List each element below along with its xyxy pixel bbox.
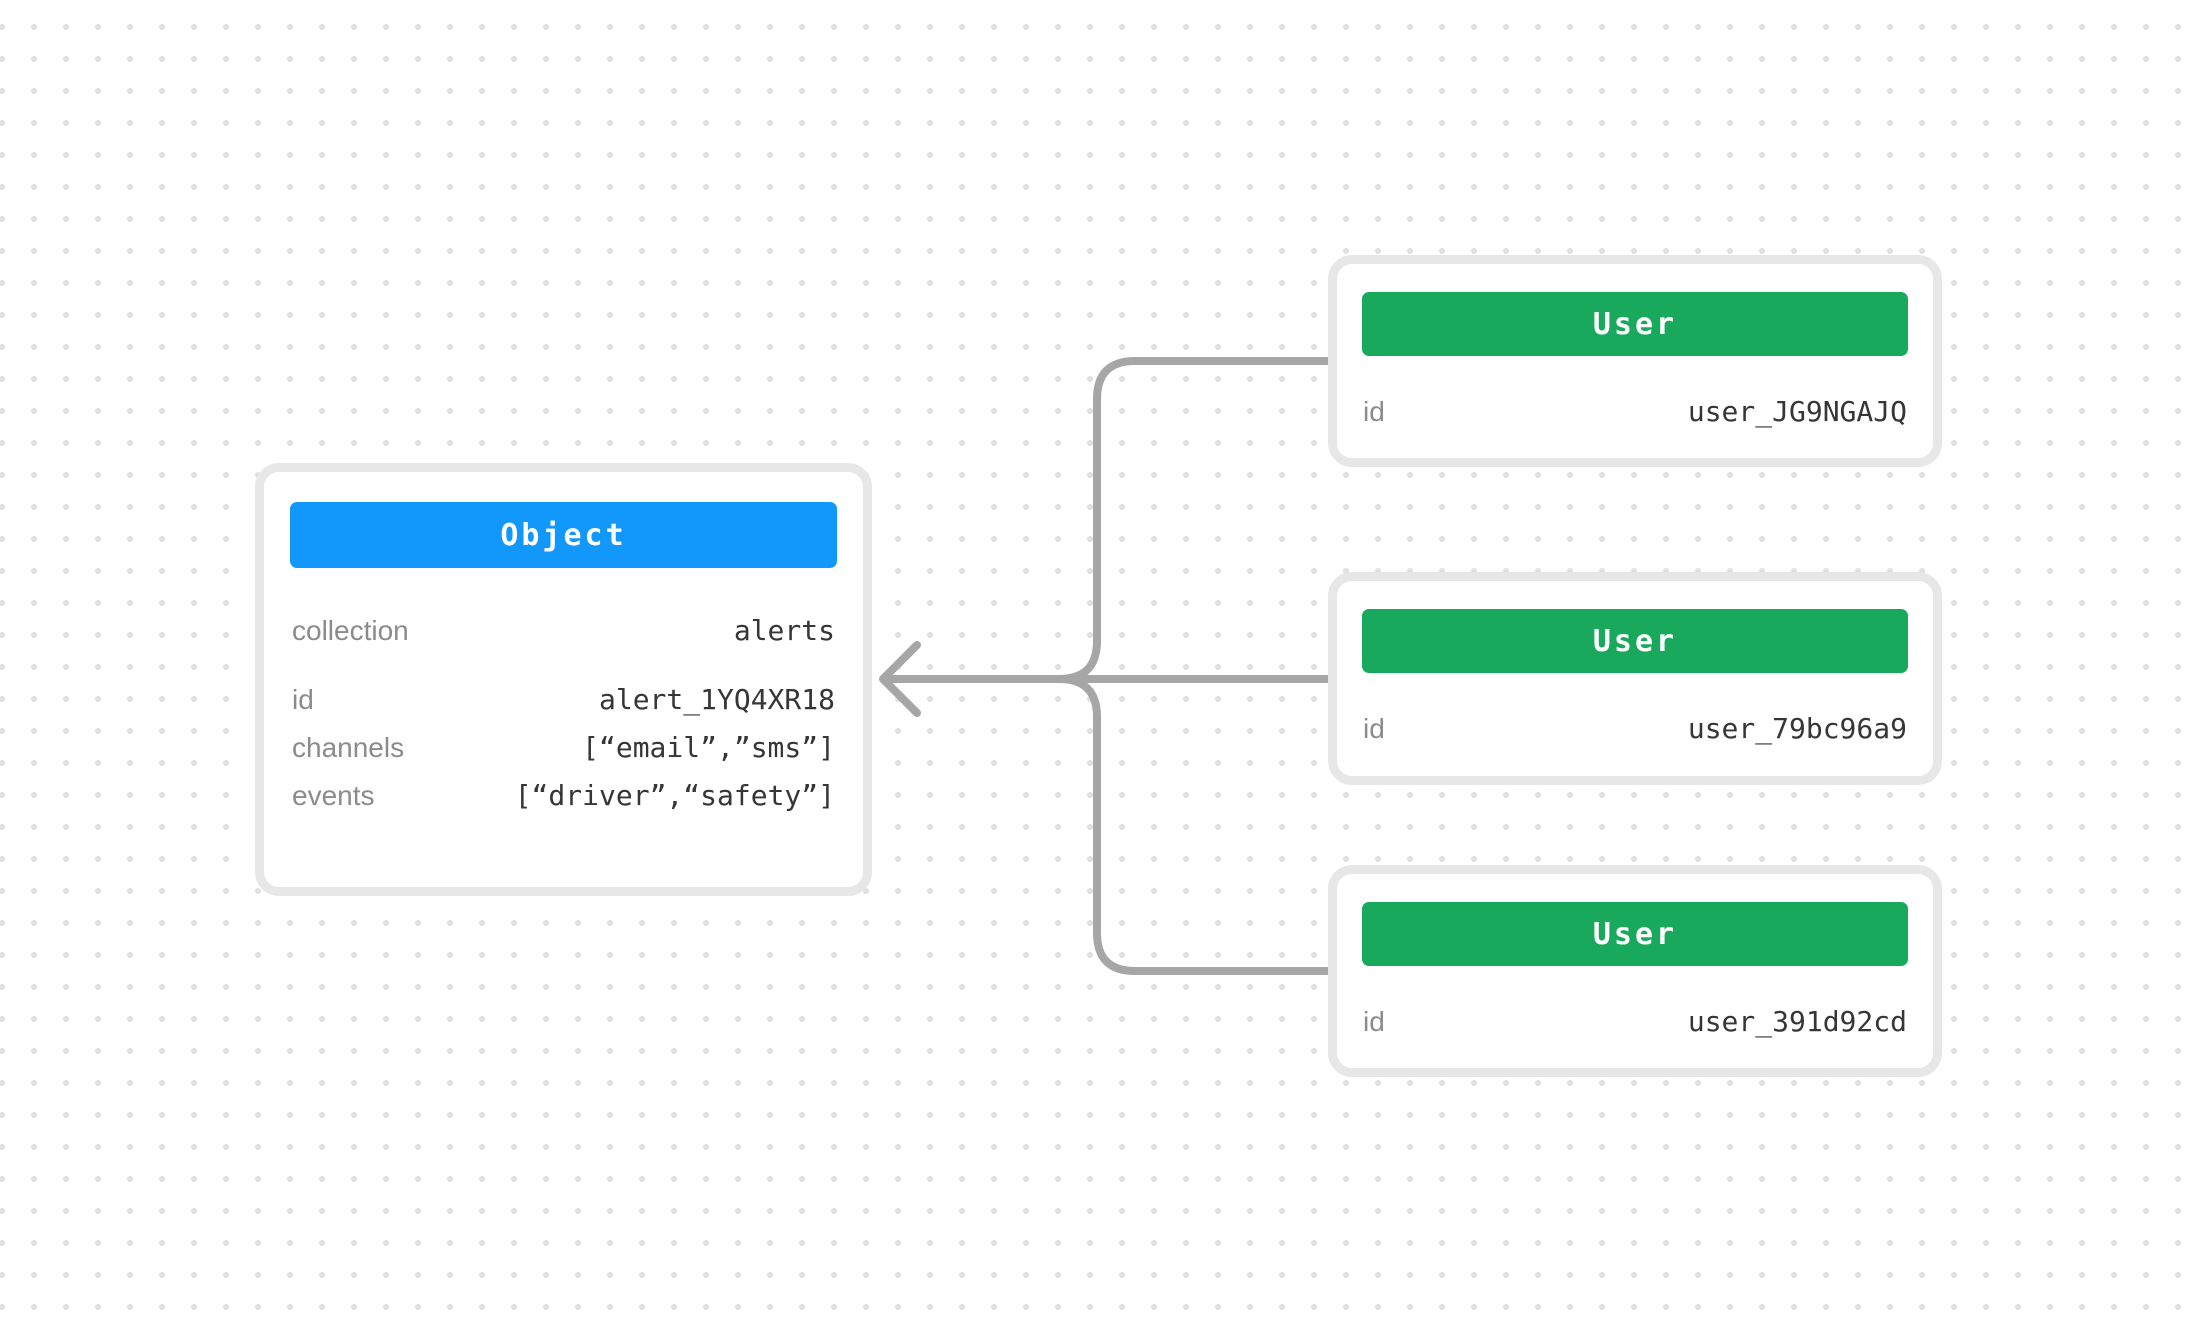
user-header: User <box>1362 292 1908 356</box>
field-row-collection: collection alerts <box>264 614 863 648</box>
field-row-id: id user_391d92cd <box>1337 998 1933 1046</box>
field-row-channels: channels [“email”,”sms”] <box>264 724 863 772</box>
field-value: [“email”,”sms”] <box>582 731 835 764</box>
user-node-card-3[interactable]: User id user_391d92cd <box>1328 865 1942 1077</box>
field-row-id: id alert_1YQ4XR18 <box>264 676 863 724</box>
user-node-card-2[interactable]: User id user_79bc96a9 <box>1328 572 1942 785</box>
field-value: alert_1YQ4XR18 <box>598 683 835 716</box>
user-title: User <box>1592 306 1678 342</box>
field-value: alerts <box>733 614 835 647</box>
field-label: events <box>292 780 375 811</box>
field-label: id <box>1363 713 1385 744</box>
object-header: Object <box>290 502 837 568</box>
field-row-id: id user_79bc96a9 <box>1337 705 1933 753</box>
field-value: user_391d92cd <box>1687 1005 1907 1038</box>
object-node-card[interactable]: Object collection alerts id alert_1YQ4XR… <box>255 463 872 896</box>
field-row-events: events [“driver”,“safety”] <box>264 772 863 820</box>
connector-top-branch <box>1055 357 1336 683</box>
field-label: id <box>292 684 314 715</box>
field-label: collection <box>292 615 409 646</box>
field-row-id: id user_JG9NGAJQ <box>1337 388 1933 436</box>
user-title: User <box>1592 623 1678 659</box>
field-value: user_79bc96a9 <box>1687 712 1907 745</box>
field-label: id <box>1363 396 1385 427</box>
object-title: Object <box>500 517 627 553</box>
field-label: id <box>1363 1006 1385 1037</box>
user-node-card-1[interactable]: User id user_JG9NGAJQ <box>1328 255 1942 467</box>
field-value: [“driver”,“safety”] <box>514 779 835 812</box>
user-title: User <box>1592 916 1678 952</box>
connector-bottom-branch <box>1055 675 1336 975</box>
user-header: User <box>1362 902 1908 966</box>
field-label: channels <box>292 732 405 763</box>
arrowhead-icon <box>879 641 921 717</box>
user-header: User <box>1362 609 1908 673</box>
field-value: user_JG9NGAJQ <box>1687 395 1907 428</box>
